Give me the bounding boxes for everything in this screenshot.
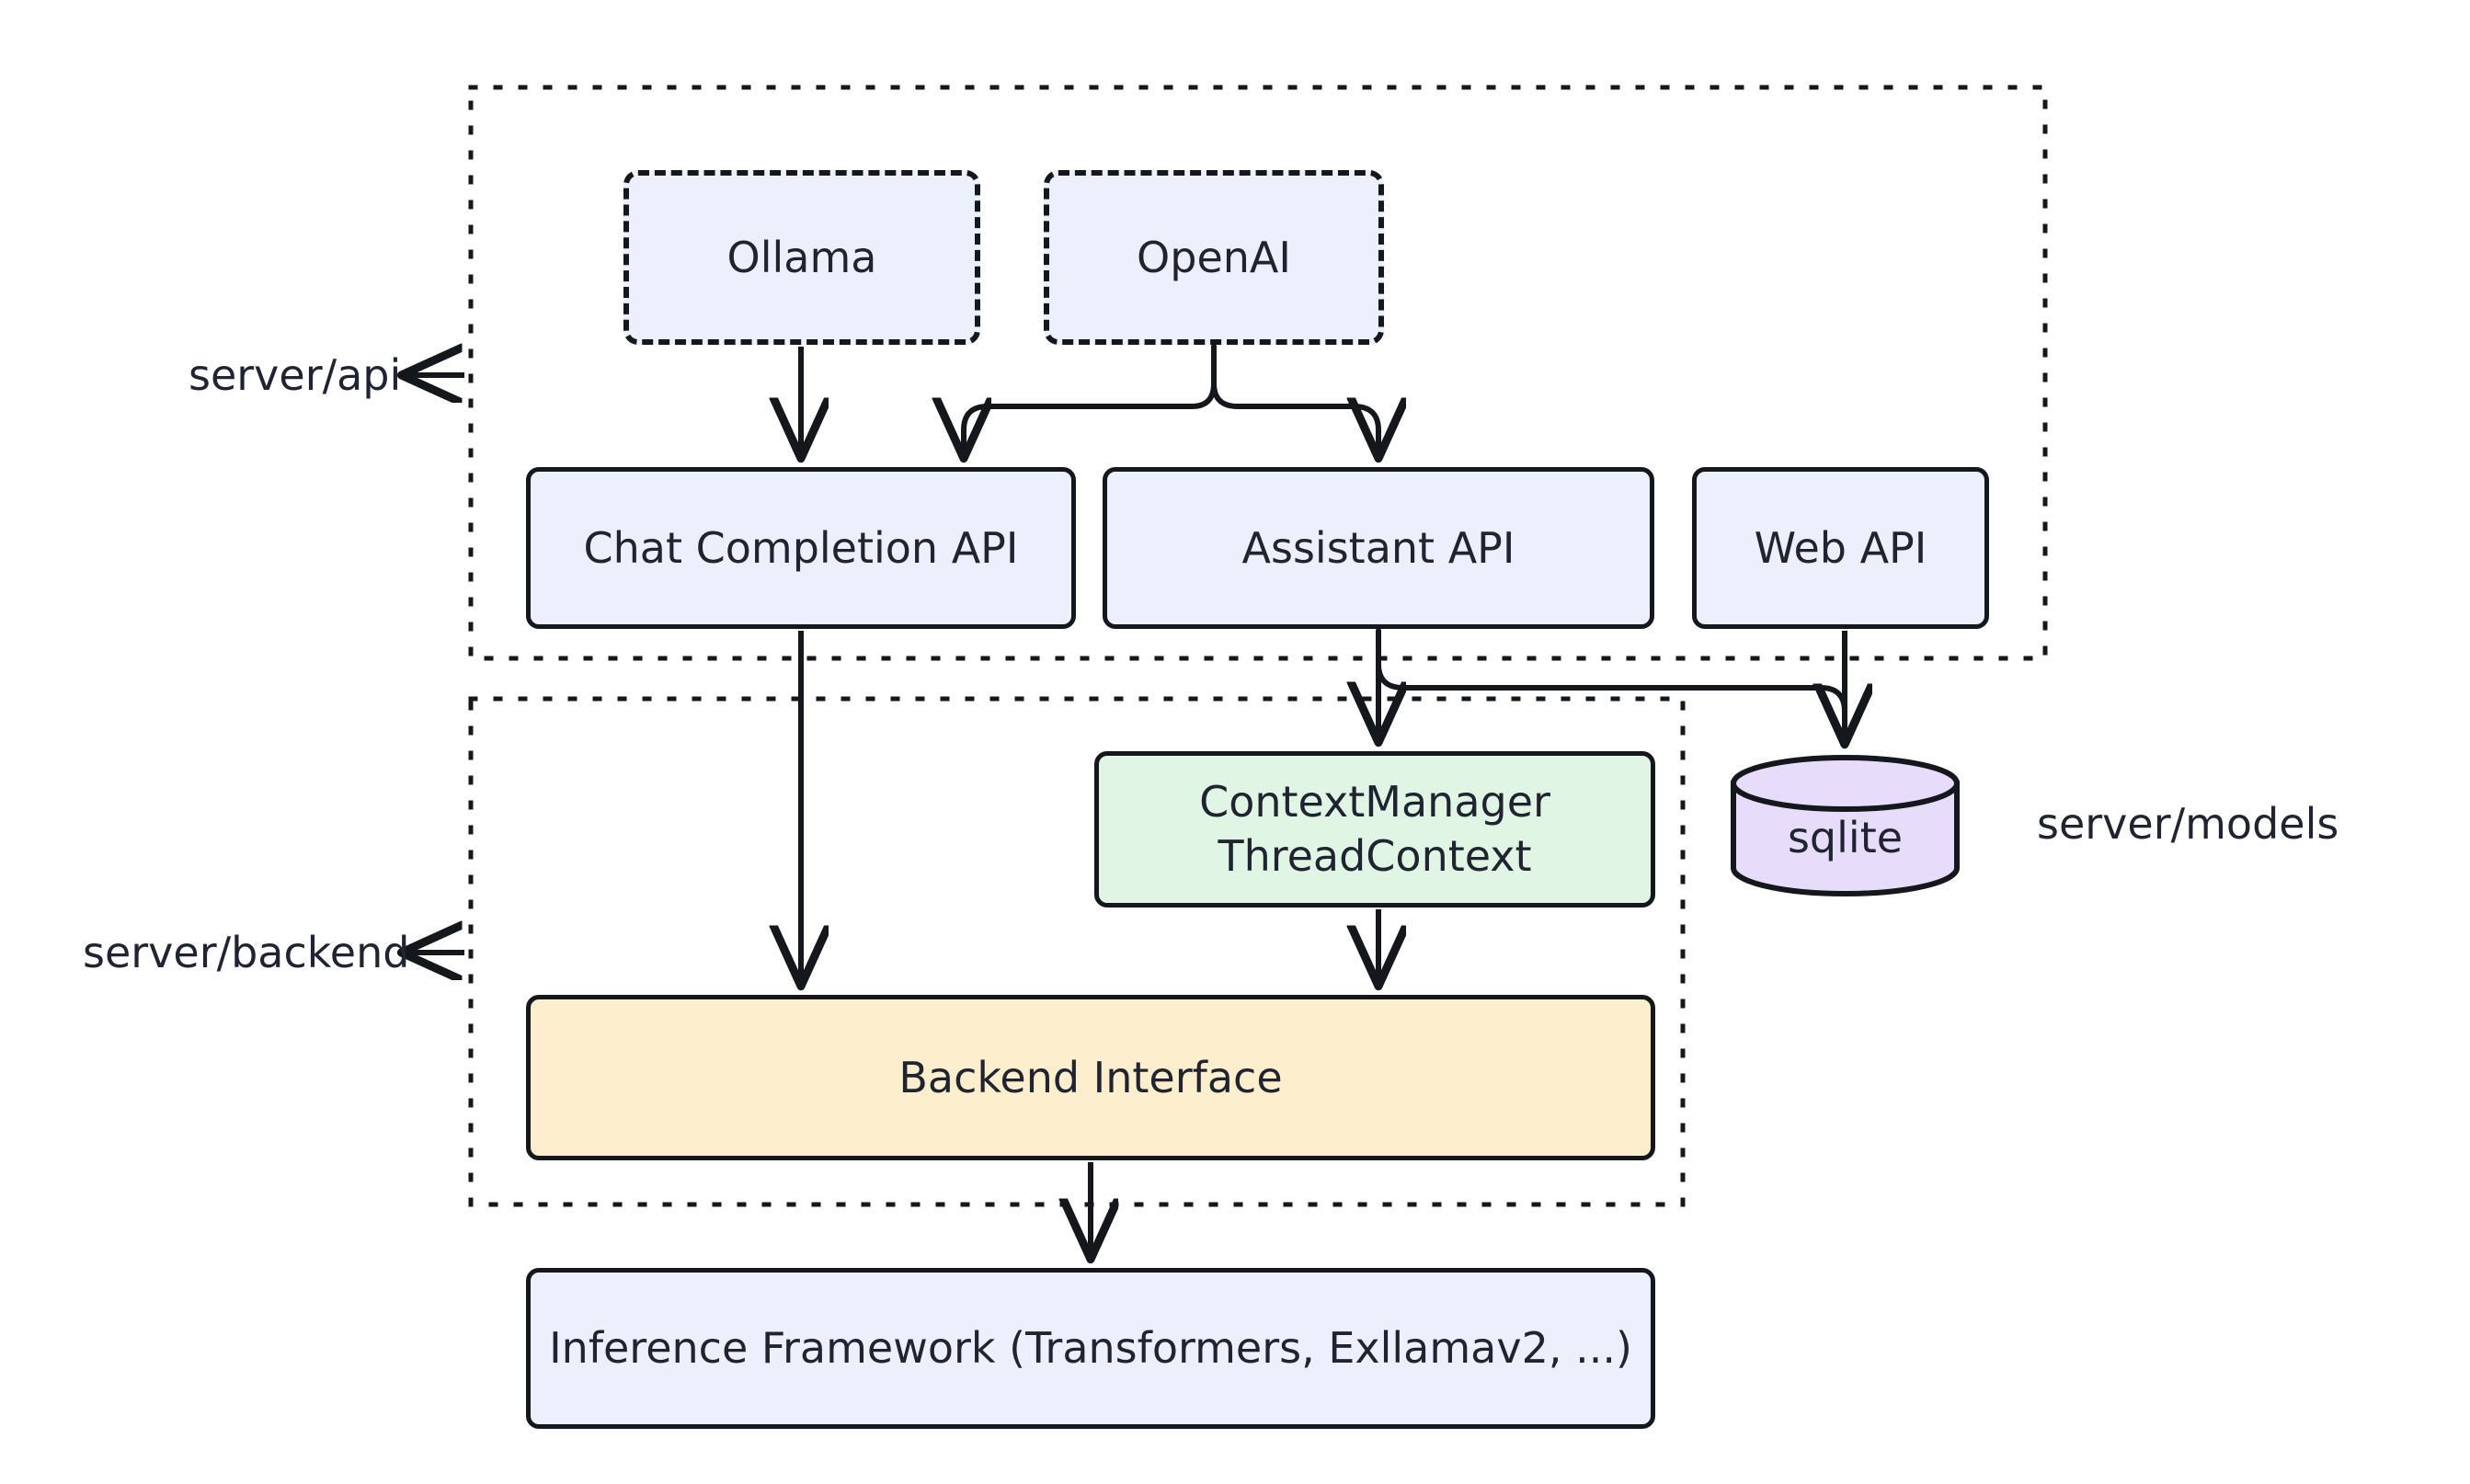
node-backend-interface[interactable]: Backend Interface [526, 995, 1655, 1160]
node-sqlite-label: sqlite [1787, 813, 1904, 862]
group-label-server-api: server/api [189, 350, 402, 400]
node-context-manager[interactable]: ContextManager ThreadContext [1094, 751, 1655, 908]
node-openai[interactable]: OpenAI [1044, 170, 1384, 345]
edge-openai-split [964, 344, 1217, 455]
node-sqlite-database[interactable]: sqlite [1729, 752, 1961, 899]
edge-assistant-sqlite [1376, 628, 1845, 741]
group-api-boundary [468, 85, 2048, 661]
node-chat-completion-api[interactable]: Chat Completion API [526, 467, 1076, 629]
node-web-api[interactable]: Web API [1692, 467, 1989, 629]
edge-openai-assistant [1211, 344, 1378, 455]
group-label-server-backend: server/backend [83, 928, 410, 977]
group-label-server-models: server/models [2037, 799, 2339, 849]
node-assistant-api[interactable]: Assistant API [1103, 467, 1654, 629]
group-backend-boundary [468, 696, 1686, 1207]
node-inference-framework[interactable]: Inference Framework (Transformers, Exlla… [526, 1268, 1655, 1429]
database-cylinder-icon [1731, 755, 1960, 896]
node-ollama[interactable]: Ollama [623, 170, 980, 345]
